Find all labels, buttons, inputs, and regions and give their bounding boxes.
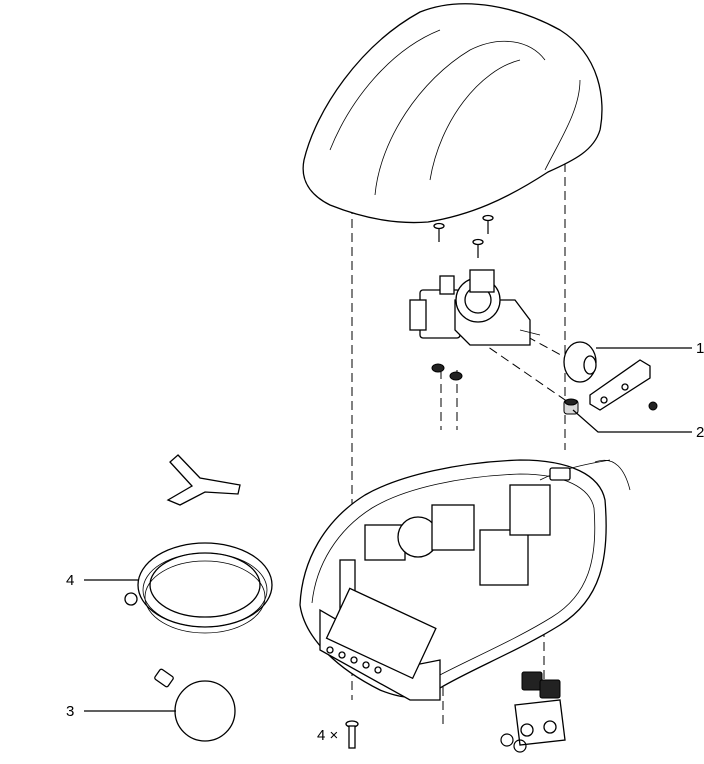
- valve-part: [563, 398, 579, 415]
- housing-screw: [345, 720, 359, 749]
- cover-screws: [433, 214, 494, 258]
- air-tubing: [124, 542, 273, 634]
- air-stone: [154, 668, 236, 742]
- callout-1: 1: [696, 340, 704, 357]
- diaphragm-part: [563, 341, 658, 411]
- filter-pads: [500, 671, 566, 753]
- pump-assembly: [409, 269, 541, 381]
- y-connector: [166, 454, 241, 506]
- callout-4: 4: [66, 572, 74, 589]
- callout-2: 2: [696, 424, 704, 441]
- screw-a: [433, 222, 445, 242]
- main-housing: [299, 459, 631, 701]
- outlet-nozzles: [326, 646, 382, 674]
- callout-3: 3: [66, 703, 74, 720]
- top-cover: [302, 3, 603, 224]
- callout-screws-qty: 4 ×: [317, 727, 338, 744]
- screw-b: [482, 214, 494, 234]
- leader-lines: [84, 347, 692, 712]
- screw-c: [472, 238, 484, 258]
